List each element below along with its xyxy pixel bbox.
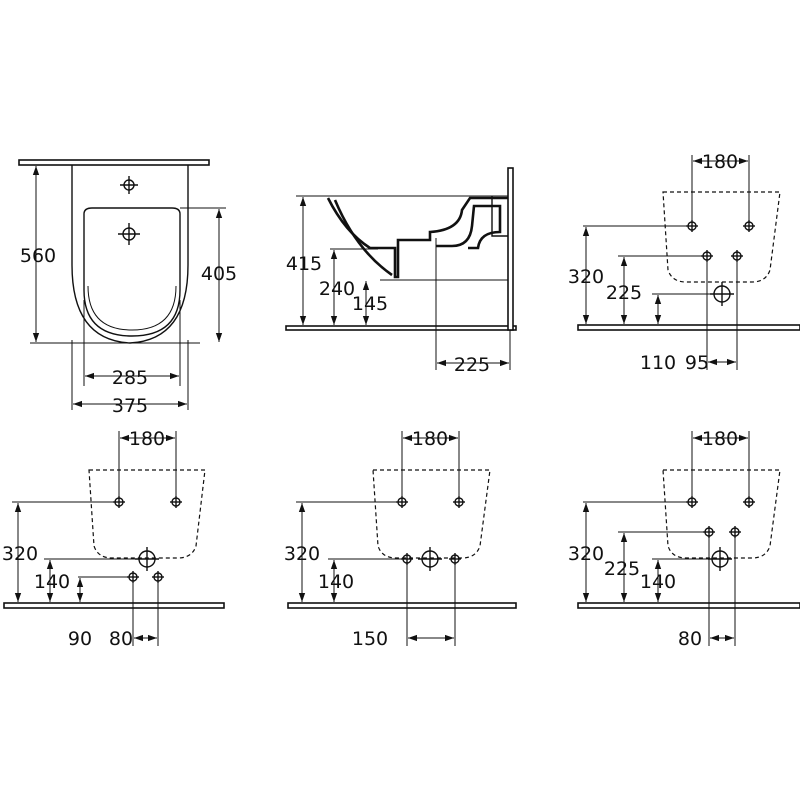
dim-240: 240 xyxy=(319,278,355,300)
dim-320: 320 xyxy=(284,543,320,565)
bidet-outline-dashed xyxy=(372,469,491,559)
bidet-outline-dashed xyxy=(88,469,206,559)
install-top-right: 180 320 225 110 95 xyxy=(568,151,800,374)
dim-90: 90 xyxy=(68,628,92,650)
floor-line xyxy=(577,602,800,609)
dim-225: 225 xyxy=(604,558,640,580)
dim-225: 225 xyxy=(454,354,490,376)
dim-415: 415 xyxy=(286,253,322,275)
bidet-side-profile xyxy=(326,196,508,279)
connection-point-right xyxy=(743,220,755,232)
dim-80: 80 xyxy=(678,628,702,650)
front-view: 560 405 285 375 xyxy=(18,159,237,417)
dim-180: 180 xyxy=(702,151,738,173)
dim-total-width: 375 xyxy=(112,395,148,417)
bowl-outline xyxy=(83,207,181,337)
waste-outlet xyxy=(418,547,442,571)
dim-bowl-height: 405 xyxy=(201,263,237,285)
dim-80: 80 xyxy=(109,628,133,650)
side-view: 415 240 145 225 xyxy=(285,167,517,376)
dim-225: 225 xyxy=(606,282,642,304)
dim-320: 320 xyxy=(2,543,38,565)
install-bottom-right: 180 320 225 140 80 xyxy=(568,428,800,650)
tap-hole-marker xyxy=(120,176,138,194)
siphon-profile xyxy=(436,204,502,250)
bowl-side-profile xyxy=(333,199,393,277)
dim-145: 145 xyxy=(352,293,388,315)
connection-point-right xyxy=(743,496,755,508)
dim-320: 320 xyxy=(568,543,604,565)
floor-line xyxy=(287,602,517,609)
connection-point-right xyxy=(170,496,182,508)
drain-hole-marker xyxy=(118,223,140,245)
dim-140: 140 xyxy=(34,571,70,593)
dim-180: 180 xyxy=(412,428,448,450)
bowl-inner-rim xyxy=(87,285,177,331)
wall-line xyxy=(507,167,514,331)
floor-line xyxy=(3,602,225,609)
dim-95: 95 xyxy=(685,352,709,374)
dim-110: 110 xyxy=(640,352,676,374)
dim-320: 320 xyxy=(568,266,604,288)
dim-150: 150 xyxy=(352,628,388,650)
dim-180: 180 xyxy=(702,428,738,450)
dim-180: 180 xyxy=(129,428,165,450)
dim-140: 140 xyxy=(318,571,354,593)
mounting-bracket xyxy=(491,196,508,237)
install-bottom-left: 180 320 140 90 80 xyxy=(2,428,225,650)
dim-total-height: 560 xyxy=(20,245,56,267)
dim-140: 140 xyxy=(640,571,676,593)
wall-plate xyxy=(18,159,210,166)
install-bottom-middle: 180 320 140 150 xyxy=(284,428,517,650)
floor-line xyxy=(577,324,800,331)
connection-point-right xyxy=(453,496,465,508)
bidet-outline-dashed xyxy=(662,469,781,559)
dim-bowl-width: 285 xyxy=(112,367,148,389)
bidet-outline-dashed xyxy=(662,191,781,283)
floor-line xyxy=(285,325,517,331)
